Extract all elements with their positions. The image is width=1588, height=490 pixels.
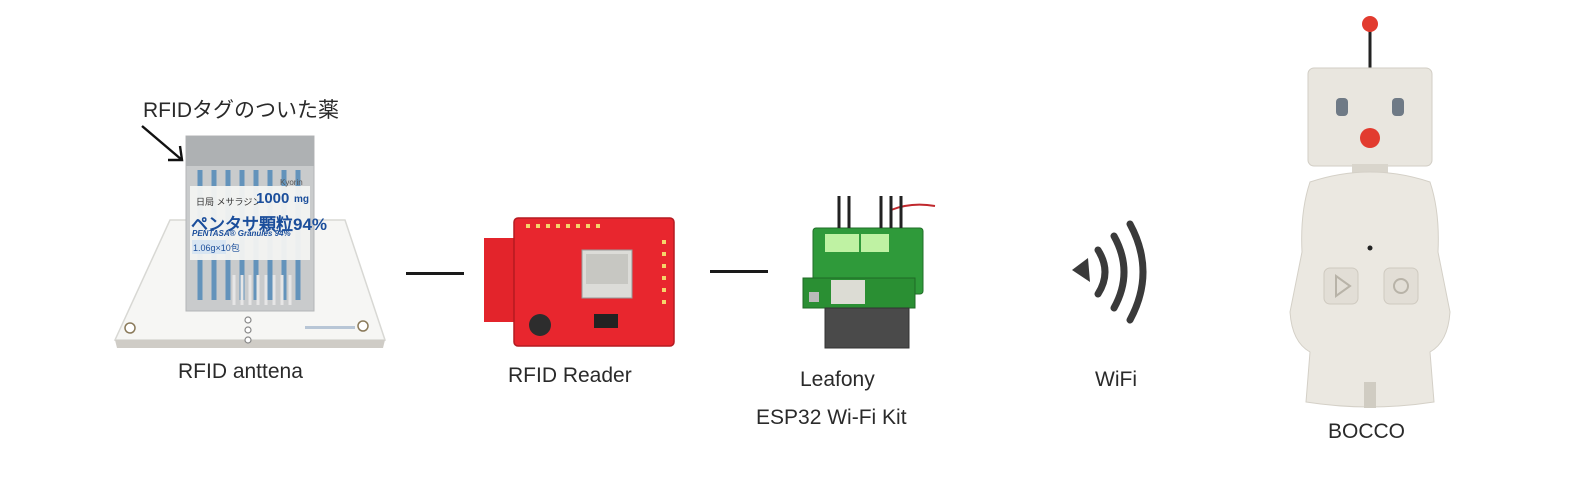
- bocco-robot-image: [1280, 12, 1460, 412]
- wifi-signal-icon: [1068, 220, 1148, 326]
- leafony-label-line1: Leafony: [800, 368, 875, 391]
- leafony-label-line2: ESP32 Wi-Fi Kit: [756, 406, 907, 429]
- rfid-reader-label: RFID Reader: [508, 364, 632, 387]
- package-brand-jp: ペンタサ顆粒94%: [191, 215, 328, 234]
- package-pack-size: 1.06g×10包: [193, 243, 240, 253]
- connector-antenna-reader: [406, 272, 464, 275]
- medicine-annotation-label: RFIDタグのついた薬: [143, 99, 339, 122]
- bocco-label: BOCCO: [1328, 420, 1406, 443]
- arrow-icon: [138, 122, 190, 168]
- rfid-antenna-image: [110, 130, 395, 355]
- package-dose-value: 1000: [256, 190, 290, 207]
- rfid-reader-image: [482, 210, 682, 350]
- package-dose-unit: mg: [294, 194, 309, 205]
- package-maker-logo: Kyorin: [280, 178, 303, 187]
- rfid-antenna-label: RFID anttena: [178, 360, 303, 383]
- connector-reader-leafony: [710, 270, 768, 273]
- leafony-image: [795, 188, 945, 358]
- wifi-label: WiFi: [1095, 368, 1137, 391]
- package-line1: 日局 メサラジン: [196, 197, 262, 207]
- package-brand-en: PENTASA® Granules 94%: [192, 229, 291, 238]
